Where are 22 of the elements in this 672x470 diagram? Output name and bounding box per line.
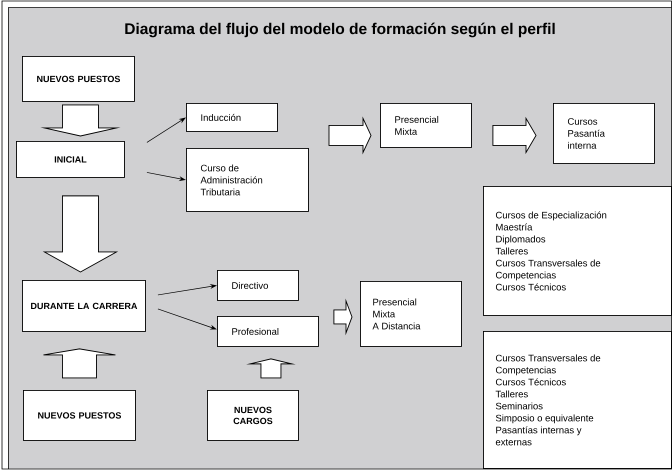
text-box: Cursos de Especialización Maestría Diplomados Talleres Cursos Transversales de Competencias Cursos Técnicos — [483, 186, 672, 316]
block-arrow — [40, 104, 121, 136]
title: Diagrama del flujo del modelo de formación según el perfil — [125, 22, 555, 38]
text-box: NUEVOS CARGOS — [207, 390, 299, 441]
block-arrow — [42, 195, 118, 272]
block-arrow — [333, 298, 352, 336]
text-box: NUEVOS PUESTOS — [22, 56, 135, 102]
text-box: Presencial Mixta A Distancia — [360, 280, 462, 347]
text-box: Profesional — [217, 316, 319, 347]
block-arrow — [246, 358, 296, 378]
text-box: Cursos Pasantía interna — [553, 103, 655, 164]
text-box: INICIAL — [16, 141, 125, 178]
block-arrow — [328, 116, 372, 154]
text-box: Presencial Mixta — [380, 103, 472, 148]
block-arrow — [43, 348, 116, 378]
text-box: Directivo — [217, 270, 299, 301]
text-box: Curso de Administración Tributaria — [186, 148, 309, 212]
block-arrow — [492, 116, 537, 154]
text-box: DURANTE LA CARRERA — [22, 280, 146, 332]
text-box: NUEVOS PUESTOS — [23, 390, 136, 441]
text-box: Cursos Transversales de Competencias Cursos Técnicos Talleres Seminarios Simposio o equivalente Pasantías internas y externas — [483, 330, 672, 469]
text-box: Inducción — [186, 103, 278, 132]
